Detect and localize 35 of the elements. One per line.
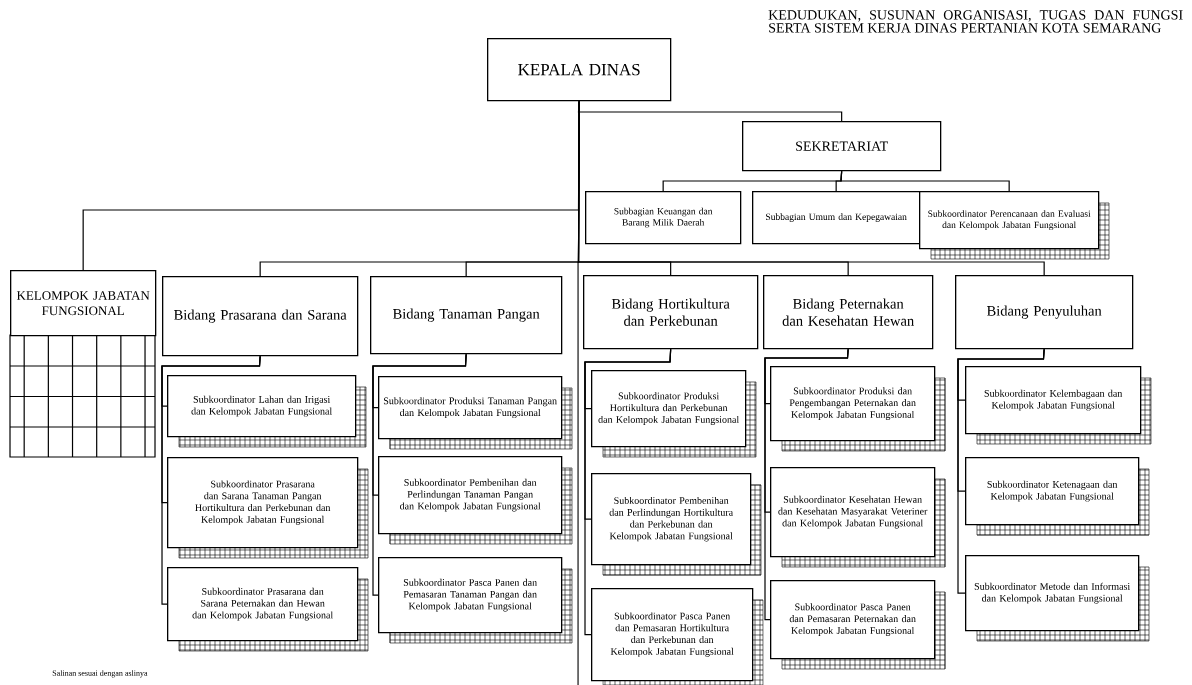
connector-line xyxy=(161,355,261,605)
subkoordinator-box: Subkoordinator Prasarana dan Sarana Tanaman Pangan Hortikultura dan Perkebunan dan Kelompok Jabatan Fungsional xyxy=(167,457,359,549)
subkoordinator-box: Subkoordinator Produksi Tanaman Pangan dan Kelompok Jabatan Fungsional xyxy=(378,376,563,440)
unit-box: SEKRETARIAT xyxy=(742,121,942,172)
connector-line xyxy=(957,348,1045,594)
connector-line xyxy=(840,170,1010,192)
subkoordinator-box: Subkoordinator Pasca Panen dan Pemasaran Peternakan dan Kelompok Jabatan Fungsional xyxy=(770,580,936,660)
note: Salinan sesuai dengan aslinya xyxy=(52,670,148,678)
subkoordinator-box: Subkoordinator Pembenihan dan Perlindungan Tanaman Pangan dan Kelompok Jabatan Fungsional xyxy=(378,456,563,535)
unit-box: Bidang Penyuluhan xyxy=(955,275,1134,350)
subkoordinator-box: Subkoordinator Produksi dan Pengembangan Peternakan dan Kelompok Jabatan Fungsional xyxy=(770,366,936,442)
connector-line xyxy=(584,348,672,636)
title: KEDUDUKAN, SUSUNAN ORGANISASI, TUGAS DAN FUNGSI SERTA SISTEM KERJA DINAS PERTANIAN KOTA SEMARANG xyxy=(768,10,1183,33)
unit-box: KEPALA DINAS xyxy=(487,38,672,102)
connector-line xyxy=(764,348,849,621)
subkoordinator-box: Subkoordinator Kesehatan Hewan dan Kesehatan Masyarakat Veteriner dan Kelompok Jabatan Fungsional xyxy=(770,467,936,558)
subkoordinator-box: Subkoordinator Metode dan Informasi dan Kelompok Jabatan Fungsional xyxy=(965,555,1140,632)
subkoordinator-box: Subkoordinator Ketenagaan dan Kelompok Jabatan Fungsional xyxy=(965,457,1140,526)
unit-box: Bidang Peternakan dan Kesehatan Hewan xyxy=(763,275,934,350)
unit-box: Bidang Prasarana dan Sarana xyxy=(162,276,359,357)
subkoordinator-box: Subkoordinator Pembenihan dan Perlindungan Hortikultura dan Perkebunan dan Kelompok Jabatan Fungsional xyxy=(591,473,752,566)
subkoordinator-box: Subbagian Keuangan dan Barang Milik Daerah xyxy=(585,191,742,245)
grid-header-box: KELOMPOK JABATAN FUNGSIONAL xyxy=(10,270,157,337)
subkoordinator-box: Subkoordinator Prasarana dan Sarana Peternakan dan Hewan dan Kelompok Jabatan Fungsional xyxy=(167,567,359,642)
unit-box: Bidang Tanaman Pangan xyxy=(370,276,563,355)
unit-box: Bidang Hortikultura dan Perkebunan xyxy=(583,275,759,350)
subkoordinator-box: Subkoordinator Perencanaan dan Evaluasi dan Kelompok Jabatan Fungsional xyxy=(919,191,1100,250)
subkoordinator-box: Subkoordinator Produksi Hortikultura dan Perkebunan dan Kelompok Jabatan Fungsional xyxy=(591,370,747,448)
subkoordinator-box: Subbagian Umum dan Kepegawaian xyxy=(752,191,921,245)
subkoordinator-box: Subkoordinator Kelembagaan dan Kelompok Jabatan Fungsional xyxy=(965,366,1142,435)
subkoordinator-box: Subkoordinator Pasca Panen dan Pemasaran Tanaman Pangan dan Kelompok Jabatan Fungsional xyxy=(378,557,563,634)
connector-line xyxy=(372,353,467,596)
subkoordinator-box: Subkoordinator Pasca Panen dan Pemasaran Hortikultura dan Perkebunan dan Kelompok Jabatan Fungsional xyxy=(591,588,754,682)
connector-line xyxy=(577,100,1045,276)
subkoordinator-box: Subkoordinator Lahan dan Irigasi dan Kelompok Jabatan Fungsional xyxy=(167,375,357,438)
